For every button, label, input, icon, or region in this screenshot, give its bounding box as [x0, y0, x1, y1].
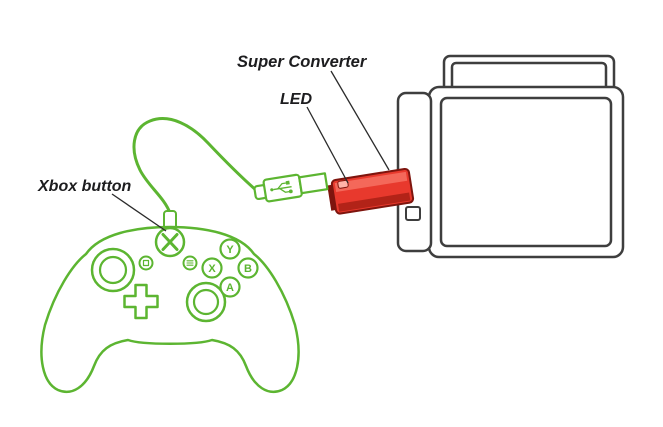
cable-wire — [132, 117, 259, 215]
led-leader-line — [306, 106, 349, 184]
super-converter — [327, 167, 415, 215]
right-stick — [185, 281, 227, 323]
diagram-labels: Super Converter LED Xbox button — [37, 53, 368, 195]
converter-top-face — [334, 171, 408, 192]
xbox-controller — [40, 210, 300, 393]
super-converter-leader-line — [330, 70, 390, 171]
label-led: LED — [280, 91, 312, 108]
button-x-letter: X — [208, 263, 216, 275]
menu-icon — [186, 260, 194, 266]
face-button-letters: Y X B A — [208, 244, 252, 294]
button-b-letter: B — [244, 263, 252, 275]
menu-button — [182, 255, 198, 271]
view-icon — [142, 259, 150, 267]
converter-led-light — [337, 179, 349, 189]
button-y-letter: Y — [226, 244, 234, 256]
button-b — [237, 257, 259, 279]
controller-cable — [132, 117, 259, 215]
label-super-converter: Super Converter — [237, 53, 368, 71]
face-buttons — [201, 238, 259, 298]
xbox-button-leader-line — [111, 193, 167, 232]
xbox-logo-icon — [161, 233, 179, 251]
usb-trident-icon — [270, 180, 293, 194]
left-stick — [90, 247, 136, 293]
usb-connector — [253, 172, 329, 203]
view-button — [138, 255, 154, 271]
button-a — [219, 276, 241, 298]
dpad — [123, 283, 159, 320]
button-y — [219, 238, 241, 260]
dock-front-inset — [439, 96, 613, 248]
dock-usb-port — [405, 206, 421, 221]
usb-metal-shield — [298, 172, 329, 195]
label-xbox-button: Xbox button — [37, 178, 132, 195]
converter-bottom-shade — [338, 192, 411, 212]
button-x — [201, 257, 223, 279]
leader-lines — [111, 70, 390, 232]
button-a-letter: A — [226, 282, 234, 294]
xbox-guide-button — [154, 226, 186, 258]
switch-dock — [396, 54, 625, 259]
